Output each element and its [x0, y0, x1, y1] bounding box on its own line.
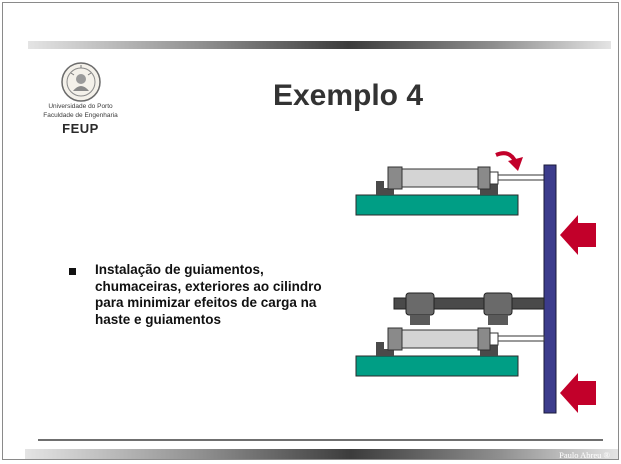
bearing-left: [405, 292, 435, 316]
bottom-cylinder-barrel: [401, 329, 479, 349]
logo-feup-text: FEUP: [62, 121, 99, 136]
logo-university-text: Universidade do Porto: [48, 103, 113, 110]
bottom-assembly: [355, 292, 545, 377]
bullet-text: Instalação de guiamentos, chumaceiras, e…: [95, 262, 322, 327]
top-assembly: [355, 151, 545, 216]
logo-faculty-text: Faculdade de Engenharia: [43, 112, 118, 119]
feup-logo: Universidade do Porto Faculdade de Engen…: [33, 61, 128, 151]
bottom-left-bracket: [376, 342, 394, 356]
top-left-bracket: [376, 181, 394, 195]
load-plate: [543, 164, 557, 414]
top-gradient-bar: [28, 41, 611, 49]
bottom-divider-line: [38, 439, 603, 441]
author-credit: Paulo Abreu ®: [559, 450, 610, 460]
top-cylinder-nose: [489, 171, 499, 185]
bottom-cylinder-endcap-left: [387, 327, 403, 351]
top-piston-rod: [497, 174, 545, 181]
top-base-plate: [355, 194, 519, 216]
top-cylinder-endcap-right: [477, 166, 491, 190]
bottom-base-plate: [355, 355, 519, 377]
force-arrow-icon: [560, 215, 596, 255]
top-cylinder-endcap-left: [387, 166, 403, 190]
top-cylinder-barrel: [401, 168, 479, 188]
force-arrow-icon-lower: [560, 373, 596, 413]
bottom-cylinder-endcap-right: [477, 327, 491, 351]
bearing-right-support: [488, 315, 508, 325]
university-seal-icon: [60, 62, 101, 102]
bullet-square-icon: [69, 268, 76, 275]
bearing-left-support: [410, 315, 430, 325]
curved-arrow-head: [508, 157, 523, 171]
bearing-right: [483, 292, 513, 316]
cylinder-diagram: [355, 151, 596, 414]
bottom-gradient-bar: [25, 449, 618, 459]
bottom-cylinder-nose: [489, 332, 499, 346]
slide-title: Exemplo 4: [272, 79, 424, 112]
bottom-piston-rod: [497, 335, 545, 342]
guide-rod: [393, 297, 545, 310]
